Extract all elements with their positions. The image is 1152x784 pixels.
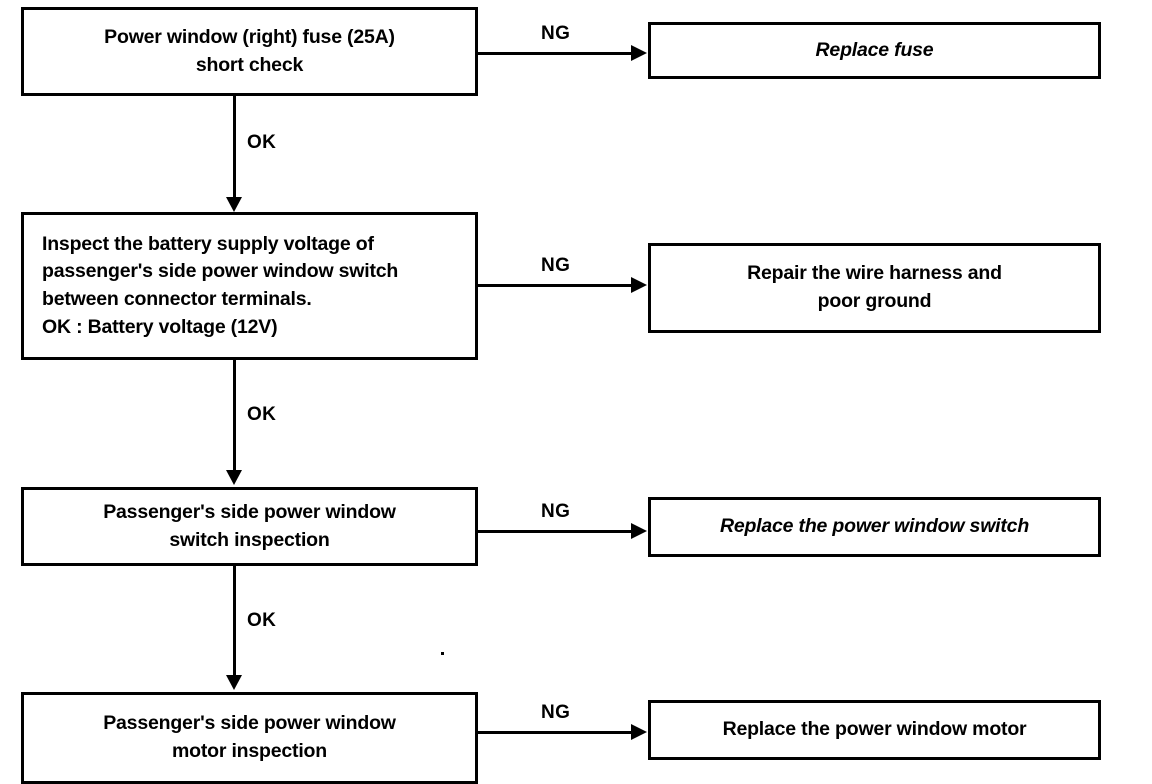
ok-label-1: OK	[247, 132, 277, 153]
ng-label-2: NG	[541, 255, 571, 276]
result-box-3[interactable]: Replace the power window switch	[648, 497, 1101, 557]
ng-label-1: NG	[541, 23, 571, 44]
ng-arrowhead-1	[631, 45, 647, 61]
ok-arrowhead-2	[226, 470, 242, 485]
result-box-1-text: Replace fuse	[815, 38, 934, 61]
result-box-4-text: Replace the power window motor	[722, 718, 1027, 741]
ok-connector-2	[233, 360, 236, 472]
step-box-1[interactable]: Power window (right) fuse (25A) short ch…	[21, 7, 478, 96]
ok-arrowhead-3	[226, 675, 242, 690]
ok-label-3: OK	[247, 610, 277, 631]
result-box-2-text: Repair the wire harness and poor ground	[747, 262, 1002, 312]
step-box-4-text: Passenger's side power window motor insp…	[103, 712, 396, 762]
ok-arrowhead-1	[226, 197, 242, 212]
ok-connector-1	[233, 96, 236, 199]
ng-label-3: NG	[541, 501, 571, 522]
ng-connector-2	[478, 284, 634, 287]
step-box-3-text: Passenger's side power window switch ins…	[103, 500, 396, 551]
ng-connector-1	[478, 52, 634, 55]
ng-arrowhead-2	[631, 277, 647, 293]
result-box-2[interactable]: Repair the wire harness and poor ground	[648, 243, 1101, 333]
ng-arrowhead-4	[631, 724, 647, 740]
scan-speck	[441, 652, 444, 655]
step-box-4[interactable]: Passenger's side power window motor insp…	[21, 692, 478, 784]
result-box-4[interactable]: Replace the power window motor	[648, 700, 1101, 760]
ok-label-2: OK	[247, 404, 277, 425]
result-box-1[interactable]: Replace fuse	[648, 22, 1101, 79]
ng-connector-4	[478, 731, 634, 734]
step-box-2[interactable]: Inspect the battery supply voltage of pa…	[21, 212, 478, 360]
ng-arrowhead-3	[631, 523, 647, 539]
ok-connector-3	[233, 566, 236, 677]
step-box-3[interactable]: Passenger's side power window switch ins…	[21, 487, 478, 566]
ng-connector-3	[478, 530, 634, 533]
step-box-2-text: Inspect the battery supply voltage of pa…	[42, 232, 399, 338]
ng-label-4: NG	[541, 702, 571, 723]
result-box-3-text: Replace the power window switch	[719, 515, 1030, 538]
step-box-1-text: Power window (right) fuse (25A) short ch…	[104, 25, 395, 76]
